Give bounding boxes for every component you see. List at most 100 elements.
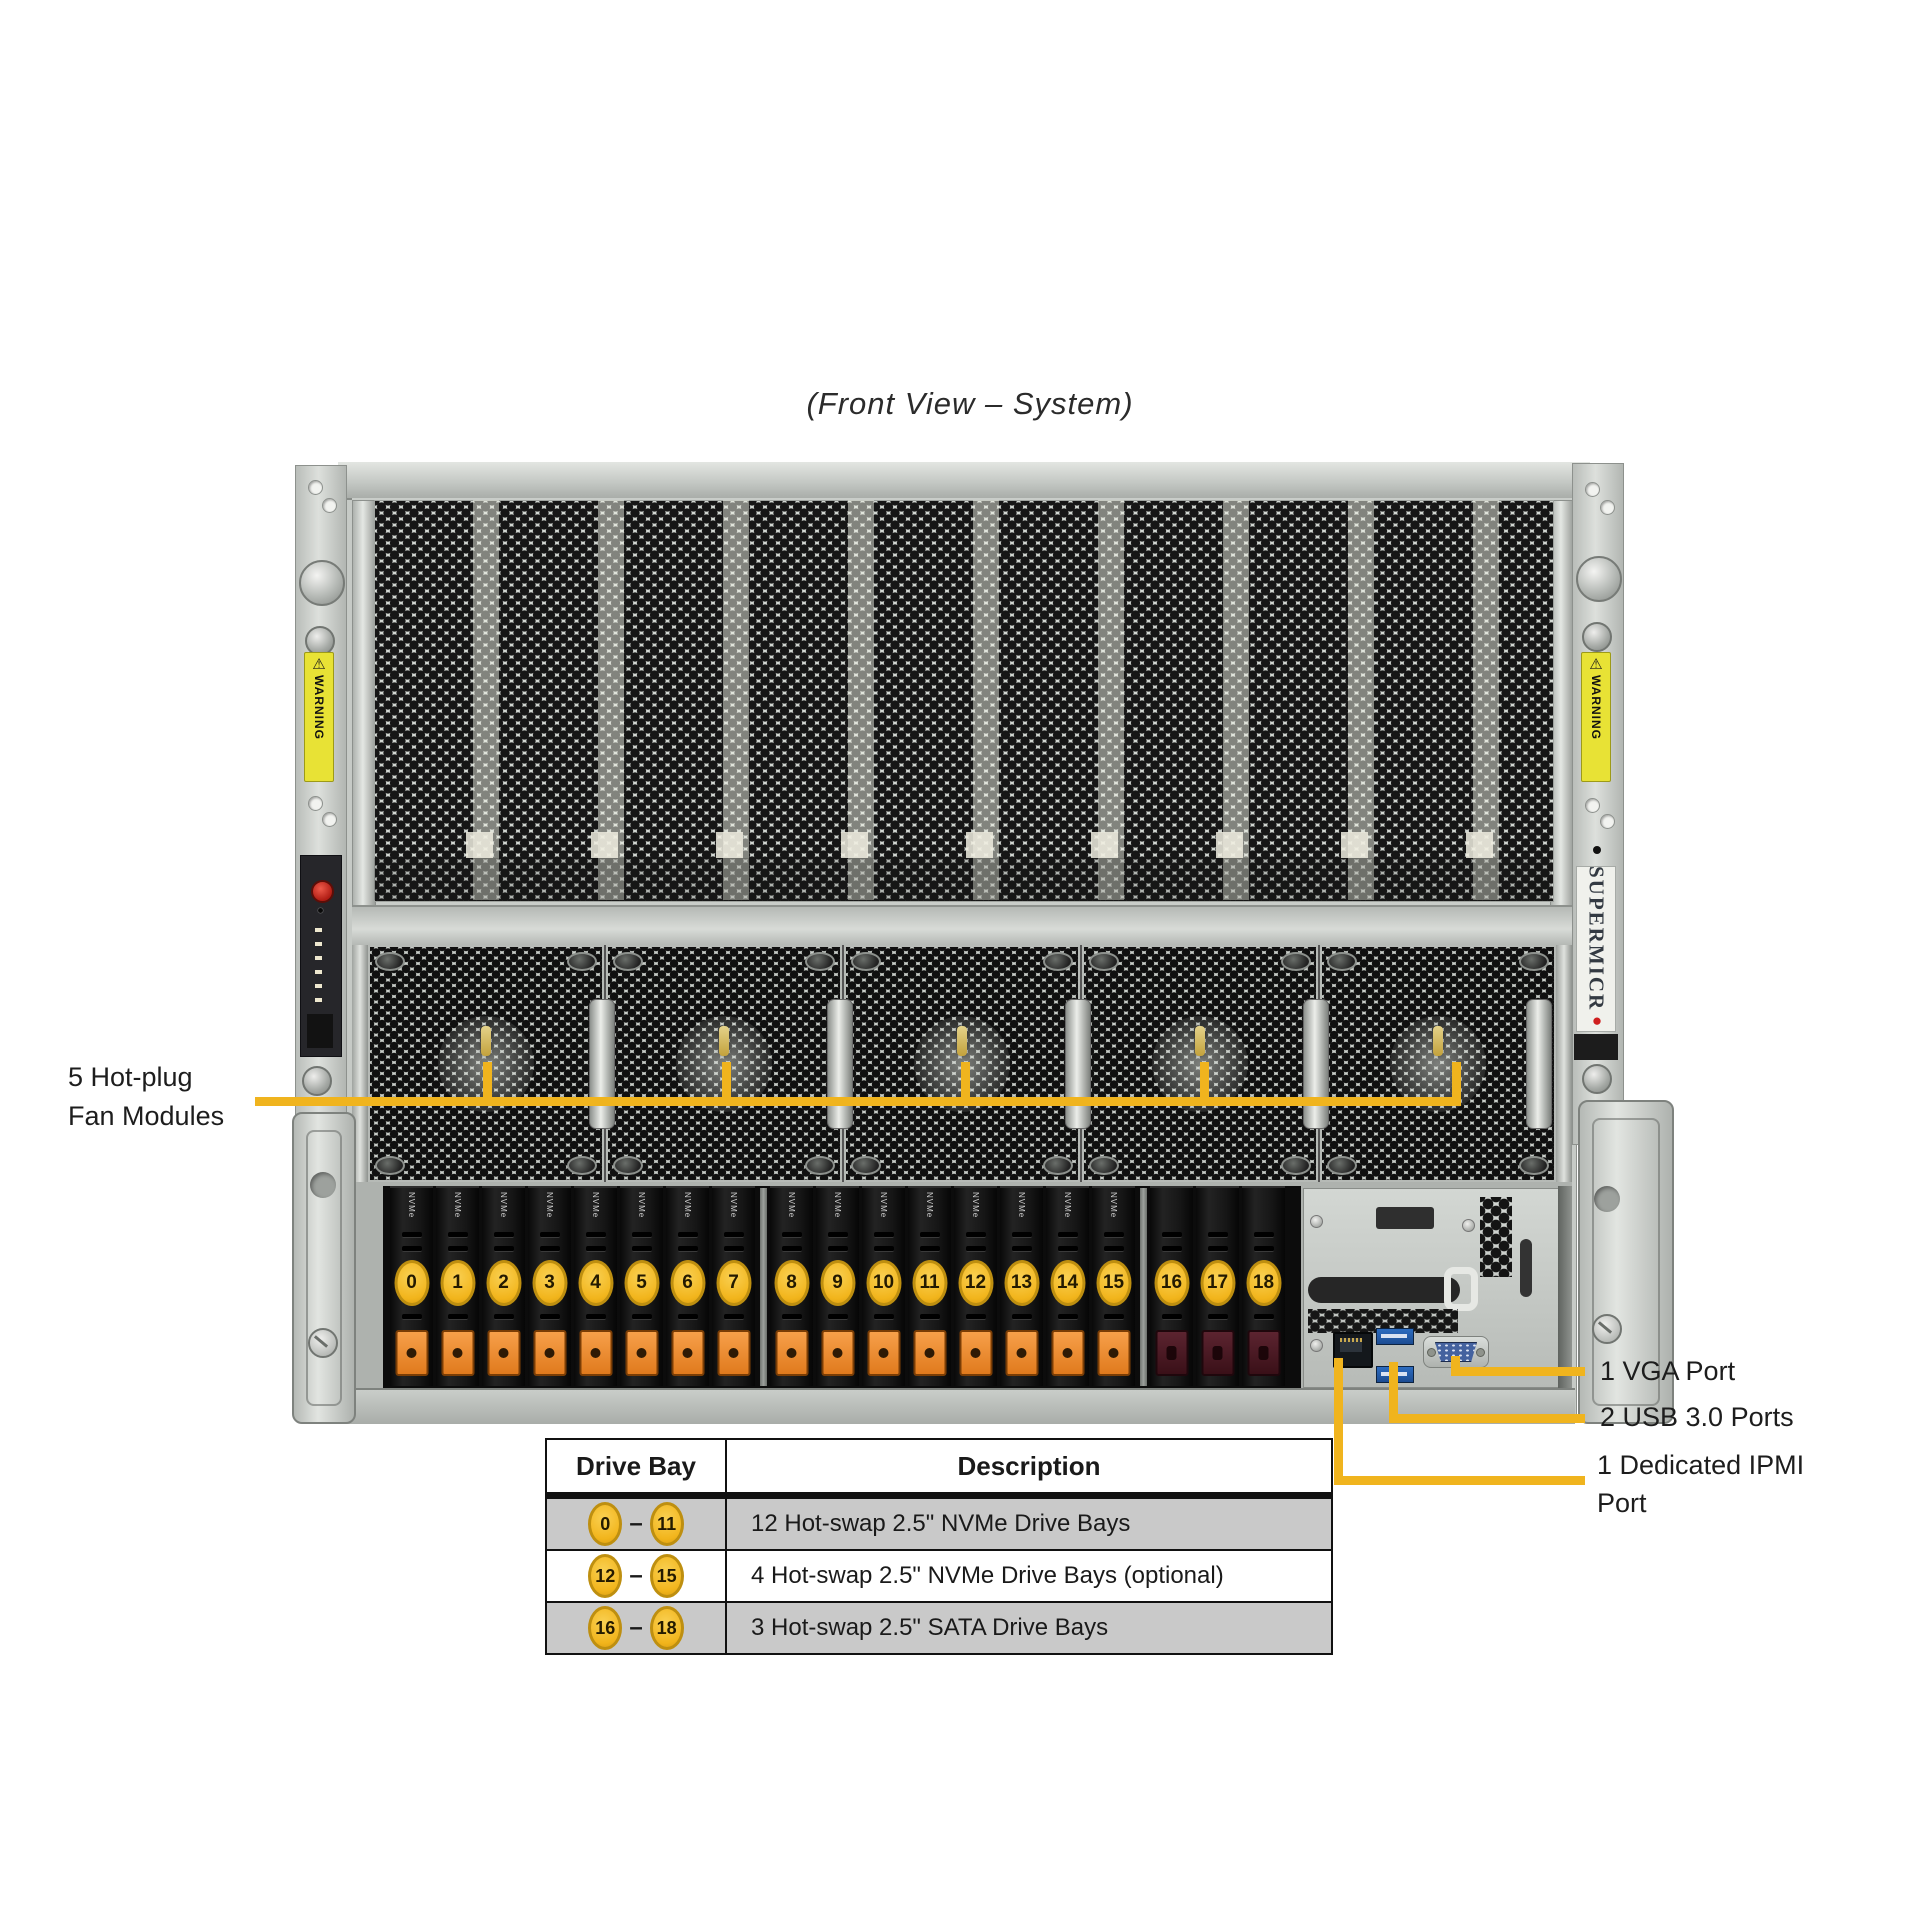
- bay-range-end-badge: 11: [649, 1502, 684, 1546]
- table-cell-description: 12 Hot-swap 2.5" NVMe Drive Bays: [751, 1510, 1131, 1537]
- screw-icon: [613, 952, 643, 971]
- drive-bay-18: 18: [1242, 1186, 1285, 1386]
- drive-number-badge: 2: [486, 1260, 521, 1306]
- brand-dot: ●: [1587, 1011, 1607, 1033]
- control-strip: [300, 855, 342, 1057]
- ear-hole: [1600, 500, 1615, 515]
- slot-screw-icon: [1592, 1314, 1622, 1344]
- screw-icon: [1310, 1215, 1323, 1228]
- screw-icon: [1310, 1339, 1323, 1352]
- drive-latch: [533, 1330, 566, 1376]
- screw-icon: [1582, 622, 1612, 652]
- bay-range-start-badge: 16: [588, 1606, 623, 1650]
- drive-latch: [1247, 1330, 1280, 1376]
- drive-number-badge: 13: [1004, 1260, 1039, 1306]
- fan-callout-line: [255, 1097, 1461, 1106]
- drive-bay-16: 16: [1140, 1186, 1193, 1386]
- screw-icon: [305, 626, 335, 656]
- drive-number-badge: 0: [394, 1260, 429, 1306]
- warning-icon: ⚠: [312, 656, 326, 673]
- range-dash: –: [629, 1510, 643, 1537]
- screw-icon: [1043, 1156, 1073, 1175]
- drive-bay-17: 17: [1196, 1186, 1239, 1386]
- bay-range-end-badge: 18: [649, 1606, 684, 1650]
- fan-rail-left: [352, 945, 368, 1182]
- ear-hole: [322, 498, 337, 513]
- nvme-label: NVMe: [1063, 1192, 1072, 1219]
- drive-latch: [395, 1330, 428, 1376]
- panel-vertical-slot: [1520, 1239, 1532, 1297]
- drive-number-badge: 5: [624, 1260, 659, 1306]
- warning-sticker: ⚠ WARNING: [1581, 652, 1611, 782]
- drive-number-badge: 15: [1096, 1260, 1131, 1306]
- drive-number-badge: 9: [820, 1260, 855, 1306]
- screw-icon: [1519, 1156, 1549, 1175]
- ipmi-callout-line: [1334, 1358, 1343, 1485]
- drive-number-badge: 18: [1246, 1260, 1281, 1306]
- section-divider: [352, 905, 1572, 949]
- drive-number-badge: 16: [1154, 1260, 1189, 1306]
- drive-number-badge: 11: [912, 1260, 947, 1306]
- drive-number-badge: 3: [532, 1260, 567, 1306]
- fan-modules: [368, 945, 1556, 1182]
- drive-number-badge: 17: [1200, 1260, 1235, 1306]
- left-rail: [352, 500, 376, 906]
- drive-latch: [717, 1330, 750, 1376]
- panel-display-slot: [1376, 1207, 1434, 1229]
- vga-callout-label: 1 VGA Port: [1600, 1356, 1736, 1386]
- table-row: 12 – 15 4 Hot-swap 2.5" NVMe Drive Bays …: [547, 1549, 1331, 1601]
- nvme-label: NVMe: [591, 1192, 600, 1219]
- vga-port: [1423, 1336, 1489, 1368]
- ipmi-callout-line: [1334, 1476, 1585, 1485]
- vga-callout-line: [1451, 1367, 1585, 1376]
- table-header-description: Description: [957, 1450, 1101, 1481]
- screw-icon: [375, 1156, 405, 1175]
- screw-icon: [302, 1066, 332, 1096]
- vent-holes: [1480, 1197, 1512, 1277]
- drive-bay-13: NVMe 13: [1000, 1186, 1043, 1386]
- fan-hub-pin: [719, 1026, 729, 1057]
- nvme-label: NVMe: [453, 1192, 462, 1219]
- screw-icon: [1327, 952, 1357, 971]
- brand-logo: SUPERMICR●: [1584, 865, 1609, 1033]
- fan-callout-tick: [722, 1062, 731, 1102]
- fan-handle: [1526, 998, 1552, 1129]
- screw-icon: [1462, 1219, 1475, 1232]
- drive-number-badge: 10: [866, 1260, 901, 1306]
- screw-icon: [1281, 952, 1311, 971]
- drive-number-badge: 12: [958, 1260, 993, 1306]
- drive-latch: [775, 1330, 808, 1376]
- screw-icon: [1427, 1348, 1436, 1357]
- nvme-label: NVMe: [787, 1192, 796, 1219]
- handle-contour: [306, 1130, 342, 1406]
- rack-handle-left: [292, 1112, 356, 1424]
- drive-number-badge: 4: [578, 1260, 613, 1306]
- panel-window: [307, 1014, 333, 1048]
- mesh-bottom-shade: [374, 858, 1552, 900]
- ear-hole: [308, 796, 323, 811]
- screw-icon: [1089, 952, 1119, 971]
- nvme-label: NVMe: [1017, 1192, 1026, 1219]
- fan-hub-pin: [957, 1026, 967, 1057]
- drive-latch: [1201, 1330, 1234, 1376]
- bay-range-end-badge: 15: [649, 1554, 684, 1598]
- handle-hole: [1594, 1186, 1620, 1212]
- status-leds: [315, 928, 322, 1010]
- ear-hole: [1600, 814, 1615, 829]
- bay-range-start-badge: 0: [588, 1502, 623, 1546]
- rack-handle-right: [1578, 1100, 1674, 1424]
- screw-icon: [1582, 1064, 1612, 1094]
- nvme-label: NVMe: [545, 1192, 554, 1219]
- warning-sticker: ⚠ WARNING: [304, 652, 334, 782]
- screw-icon: [1476, 1348, 1485, 1357]
- screw-icon: [567, 952, 597, 971]
